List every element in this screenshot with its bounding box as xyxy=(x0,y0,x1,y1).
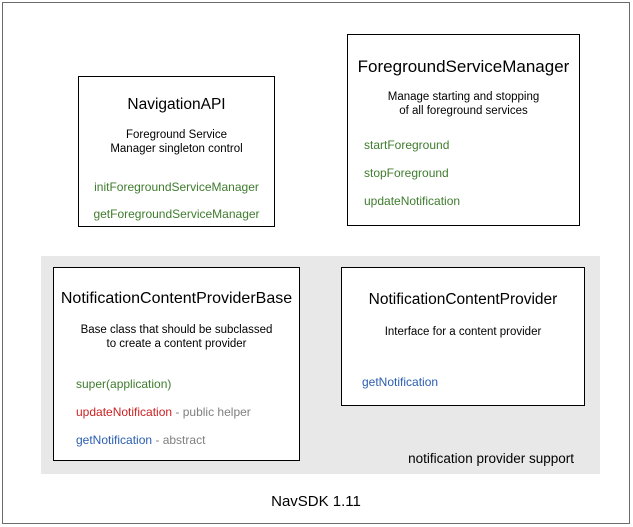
class-box-navigation-api[interactable]: NavigationAPI Foreground Service Manager… xyxy=(78,76,275,227)
class-title-notification-content-provider: NotificationContentProvider xyxy=(368,291,558,308)
class-box-foreground-service-manager[interactable]: ForegroundServiceManager Manage starting… xyxy=(347,34,580,226)
class-box-notification-content-provider[interactable]: NotificationContentProvider Interface fo… xyxy=(341,267,585,406)
class-title-foreground-service-manager: ForegroundServiceManager xyxy=(357,57,570,76)
class-title-notification-content-provider-base: NotificationContentProviderBase xyxy=(60,290,293,307)
class-description-line: Foreground Service xyxy=(126,129,227,141)
member-suffix: - public helper xyxy=(172,405,251,419)
member-name: updateNotification xyxy=(364,194,461,208)
diagram-caption: NavSDK 1.11 xyxy=(271,493,361,510)
class-description-line: Manager singleton control xyxy=(110,143,243,155)
member-name: getForegroundServiceManager xyxy=(93,207,260,221)
class-description-line: Interface for a content provider xyxy=(384,326,542,338)
class-description-navigation-api: Foreground Service Manager singleton con… xyxy=(79,128,274,156)
class-description-notification-content-provider: Interface for a content provider xyxy=(342,325,584,339)
member-suffix: - abstract xyxy=(152,433,206,447)
member-list-notification-content-provider-base: super(application) updateNotification - … xyxy=(54,377,299,447)
member-item[interactable]: updateNotification xyxy=(364,194,579,208)
member-name: getNotification xyxy=(76,433,153,447)
class-description-line: of all foreground services xyxy=(399,105,528,117)
member-item[interactable]: super(application) xyxy=(76,377,299,391)
class-description-line: to create a content provider xyxy=(106,338,247,350)
class-description-line: Base class that should be subclassed xyxy=(80,324,273,336)
member-name: initForegroundServiceManager xyxy=(94,180,259,194)
member-name: super(application) xyxy=(76,377,172,391)
class-description-line: Manage starting and stopping xyxy=(387,91,540,103)
member-name: getNotification xyxy=(362,375,439,389)
class-title-navigation-api: NavigationAPI xyxy=(127,96,226,113)
class-description-foreground-service-manager: Manage starting and stopping of all fore… xyxy=(348,90,579,118)
class-description-notification-content-provider-base: Base class that should be subclassed to … xyxy=(54,323,299,351)
member-name: updateNotification xyxy=(76,405,173,419)
member-item[interactable]: stopForeground xyxy=(364,166,579,180)
member-item[interactable]: getNotification - abstract xyxy=(76,433,299,447)
member-name: startForeground xyxy=(364,138,450,152)
group-panel-label: notification provider support xyxy=(408,451,574,466)
class-box-notification-content-provider-base[interactable]: NotificationContentProviderBase Base cla… xyxy=(53,267,300,461)
member-item[interactable]: initForegroundServiceManager xyxy=(79,180,274,194)
member-item[interactable]: getForegroundServiceManager xyxy=(79,207,274,221)
member-list-foreground-service-manager: startForeground stopForeground updateNot… xyxy=(348,138,579,208)
member-item[interactable]: getNotification xyxy=(362,375,584,389)
member-name: stopForeground xyxy=(364,166,449,180)
member-item[interactable]: updateNotification - public helper xyxy=(76,405,299,419)
member-item[interactable]: startForeground xyxy=(364,138,579,152)
member-list-navigation-api: initForegroundServiceManager getForegrou… xyxy=(79,180,274,221)
member-list-notification-content-provider: getNotification xyxy=(342,375,584,389)
